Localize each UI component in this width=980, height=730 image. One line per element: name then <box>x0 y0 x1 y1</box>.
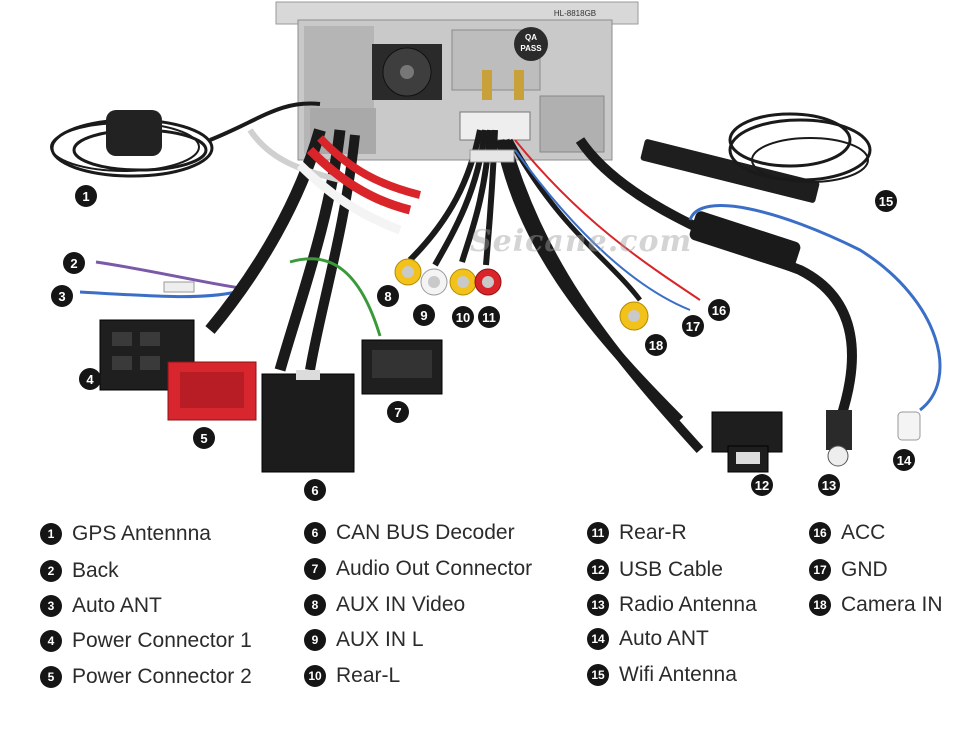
marker-12: 12 <box>751 474 773 496</box>
model-label: HL-8818GB <box>554 9 596 18</box>
wiring-diagram-svg: QA PASS HL-8818GB <box>50 1 942 473</box>
marker-10: 10 <box>452 306 474 328</box>
radio-antenna <box>575 137 857 467</box>
marker-17: 17 <box>682 315 704 337</box>
marker-14: 14 <box>893 449 915 471</box>
rca-rear-l <box>449 268 477 296</box>
marker-4: 4 <box>79 368 101 390</box>
back-wires <box>79 260 241 299</box>
rca-aux-l <box>420 268 448 296</box>
marker-11: 11 <box>478 306 500 328</box>
rca-rear-r <box>474 268 502 296</box>
marker-7: 7 <box>387 401 409 423</box>
marker-1: 1 <box>75 185 97 207</box>
rca-aux-video <box>394 258 422 286</box>
head-unit: QA PASS HL-8818GB <box>275 1 639 161</box>
center-bundle <box>407 129 704 454</box>
marker-18: 18 <box>645 334 667 356</box>
marker-5: 5 <box>193 427 215 449</box>
marker-13: 13 <box>818 474 840 496</box>
power-connector-2 <box>167 361 257 421</box>
usb-cable <box>711 411 783 473</box>
pass-label: PASS <box>520 44 542 53</box>
wiring-diagram: QA PASS HL-8818GB <box>50 1 942 501</box>
marker-2: 2 <box>63 252 85 274</box>
marker-8: 8 <box>377 285 399 307</box>
marker-3: 3 <box>51 285 73 307</box>
marker-16: 16 <box>708 299 730 321</box>
wifi-antenna <box>640 112 872 203</box>
marker-9: 9 <box>413 304 435 326</box>
auto-ant-wire <box>688 204 942 441</box>
marker-15: 15 <box>875 190 897 212</box>
rca-camera-in <box>619 301 649 331</box>
rca-bundle-top <box>296 135 421 235</box>
gps-antenna <box>50 101 321 178</box>
audio-out-connector <box>361 339 443 395</box>
canbus-decoder <box>261 370 355 473</box>
qa-label: QA <box>525 33 537 42</box>
marker-6: 6 <box>304 479 326 501</box>
fan-grille <box>372 44 442 100</box>
watermark: Seicane.com <box>470 224 693 259</box>
